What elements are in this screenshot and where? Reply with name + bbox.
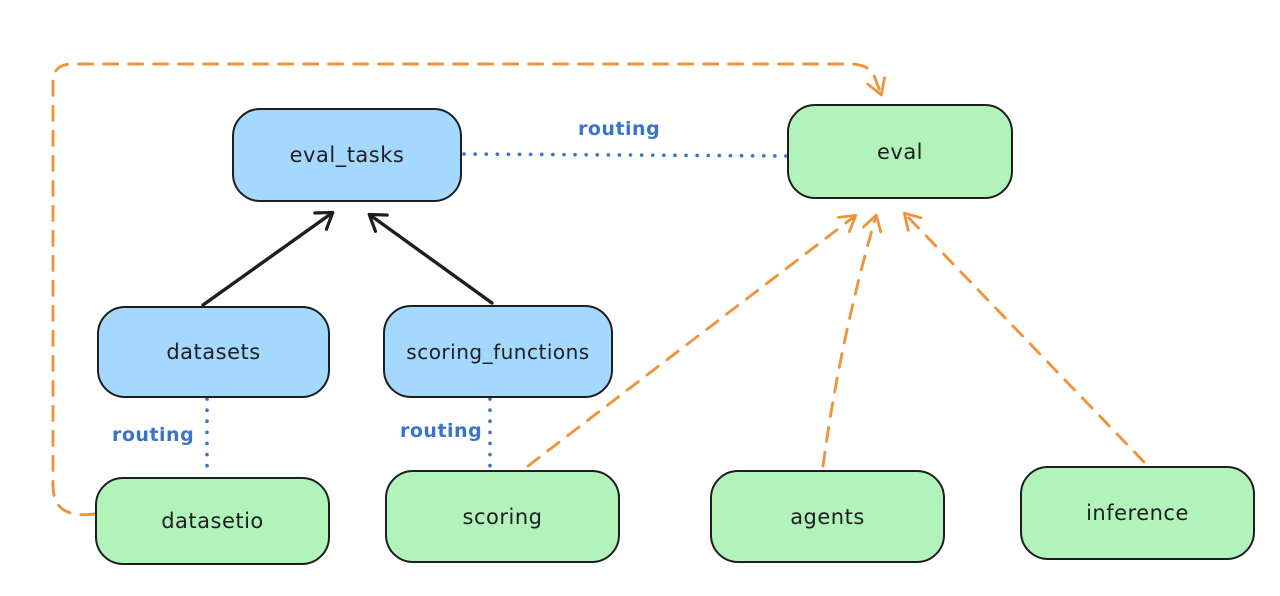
edge-eval-tasks-to-eval-routing (462, 152, 788, 158)
node-eval-label: eval (876, 139, 924, 164)
routing-label-scoring-functions-scoring: routing (400, 420, 483, 442)
edge-scoring-functions-to-eval-tasks (367, 212, 494, 305)
node-eval-tasks-label: eval_tasks (289, 143, 405, 167)
routing-label-eval-tasks-eval: routing (578, 118, 661, 140)
node-datasetio-label: datasetio (161, 509, 264, 533)
node-eval[interactable]: eval (787, 104, 1013, 199)
node-scoring-functions-label: scoring_functions (406, 339, 590, 364)
node-inference[interactable]: inference (1020, 466, 1255, 560)
node-datasets[interactable]: datasets (97, 306, 330, 398)
node-datasets-label: datasets (166, 340, 261, 364)
edge-datasets-to-eval-tasks (201, 210, 335, 307)
node-scoring[interactable]: scoring (385, 470, 620, 563)
routing-label-datasets-datasetio: routing (112, 424, 195, 446)
edge-inference-to-eval (902, 211, 1146, 464)
node-scoring-functions[interactable]: scoring_functions (383, 305, 613, 398)
edge-scoring-to-eval (526, 213, 858, 468)
node-datasetio[interactable]: datasetio (95, 477, 330, 565)
edge-agents-to-eval (821, 213, 883, 468)
edge-datasetio-to-eval (51, 62, 886, 517)
node-eval-tasks[interactable]: eval_tasks (232, 108, 462, 202)
node-agents-label: agents (790, 504, 865, 529)
node-agents[interactable]: agents (710, 470, 945, 563)
node-scoring-label: scoring (462, 504, 543, 529)
node-inference-label: inference (1086, 501, 1189, 525)
